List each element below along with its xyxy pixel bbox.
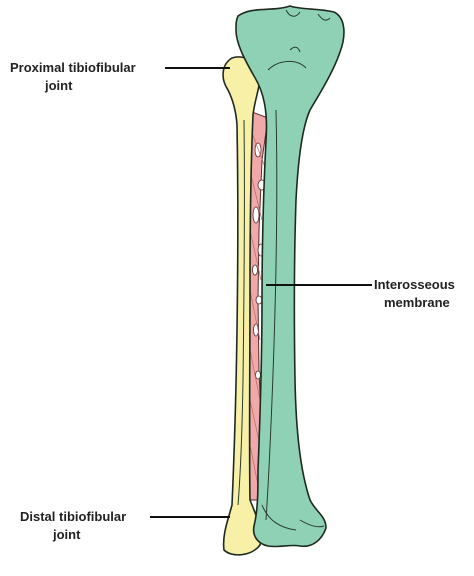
interosseous-label-line-2: membrane: [384, 295, 450, 310]
proximal-joint-label-line-2: joint: [44, 78, 73, 93]
tibia-details: [261, 9, 331, 531]
tibia: [235, 5, 345, 548]
distal-joint-label-line-1: Distal tibiofibular: [20, 509, 126, 524]
distal-joint-label: Distal tibiofibular joint: [20, 509, 130, 542]
proximal-joint-label-line-1: Proximal tibiofibular: [10, 60, 136, 75]
tibia-shape: [235, 5, 345, 548]
interosseous-label-line-1: Interosseous: [374, 277, 455, 292]
distal-joint-label-line-2: joint: [52, 527, 81, 542]
fibula-ridge: [237, 119, 245, 506]
fibula-shape: [222, 56, 262, 556]
interosseous-membrane-label: Interosseous membrane: [374, 277, 459, 310]
proximal-joint-label: Proximal tibiofibular joint: [10, 60, 139, 93]
fibula: [222, 56, 262, 556]
